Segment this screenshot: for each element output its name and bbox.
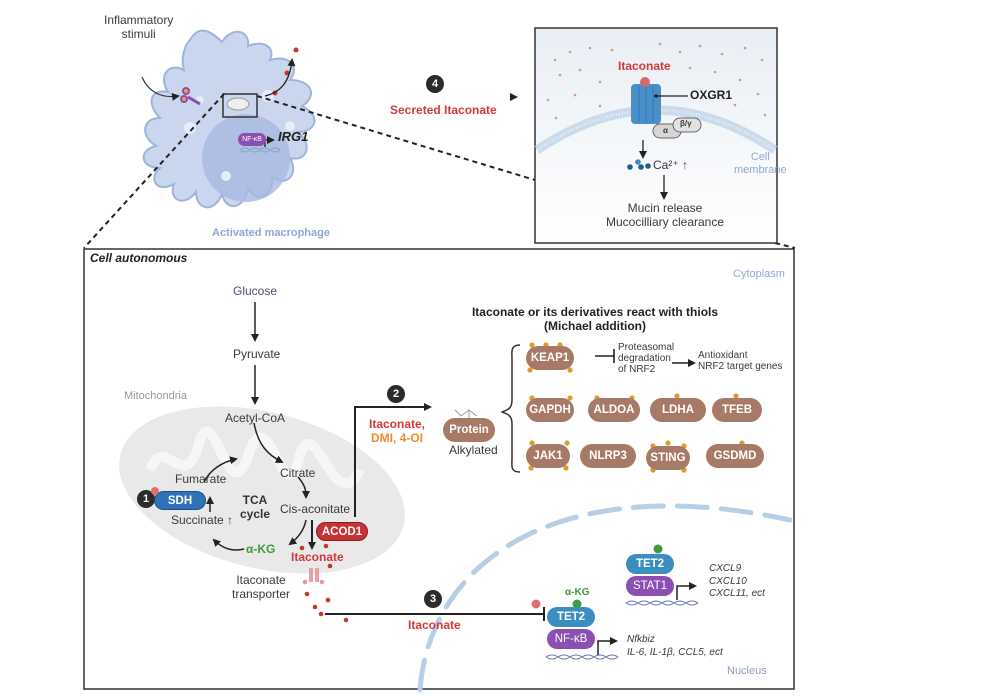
itaconate-transporter-label: Itaconate transporter bbox=[232, 573, 291, 601]
tca-cycle-arrows bbox=[203, 456, 310, 551]
thiol-title-line2: (Michael addition) bbox=[544, 319, 646, 333]
calcium-label: Ca²⁺ ↑ bbox=[653, 158, 689, 172]
keap1-effect-label: Proteasomal degradation of NRF2 bbox=[618, 342, 675, 375]
oxgr1-label: OXGR1 bbox=[690, 88, 733, 102]
activated-macrophage-label: Activated macrophage bbox=[212, 227, 330, 239]
nfkb-badge-macrophage: NF-κB bbox=[238, 133, 266, 146]
fumarate-label: Fumarate bbox=[175, 472, 227, 486]
alkylated-protein: Protein bbox=[443, 418, 495, 442]
macrophage-cell bbox=[141, 29, 316, 209]
target-brace bbox=[500, 344, 521, 473]
mucin-release-label: Mucin release bbox=[627, 201, 703, 215]
g-beta-gamma-label: β/γ bbox=[680, 119, 692, 128]
nuclear-envelope bbox=[417, 503, 793, 693]
target-aldoa: ALDOA bbox=[588, 398, 640, 422]
mitochondria-zoom-box bbox=[222, 93, 258, 118]
step2-derivatives-label: DMI, 4-OI bbox=[370, 431, 423, 445]
alkylated-label: Alkylated bbox=[449, 443, 498, 457]
nuclear-akg-label: α-KG bbox=[565, 587, 590, 598]
cell-membrane-label: Cell membrane bbox=[734, 151, 787, 176]
itaconate-mito-label: Itaconate bbox=[291, 550, 344, 564]
acetyl-coa-label: Acetyl-CoA bbox=[225, 411, 286, 425]
step3-itaconate-label: Itaconate bbox=[408, 618, 461, 632]
target-tfeb: TFEB bbox=[712, 398, 762, 422]
mitochondria-label: Mitochondria bbox=[124, 390, 187, 402]
tca-cycle-label: TCA cycle bbox=[240, 493, 271, 521]
glucose-label: Glucose bbox=[233, 284, 278, 298]
itaconate-sdh-inhibitor-dot bbox=[151, 487, 159, 495]
target-sting: STING bbox=[646, 446, 690, 470]
succinate-label: Succinate ↑ bbox=[171, 513, 234, 527]
nucleus-label: Nucleus bbox=[727, 665, 767, 677]
step-3-badge: 3 bbox=[424, 590, 442, 608]
stat1-target-genes: CXCL9 CXCL10 CXCL11, ect bbox=[709, 563, 765, 599]
nucleus-shape bbox=[202, 114, 290, 202]
tet2-upper: TET2 bbox=[626, 554, 674, 574]
nfkb-lower: NF-κB bbox=[547, 629, 595, 649]
tet2-lower: TET2 bbox=[547, 607, 595, 627]
step-1-badge: 1 bbox=[137, 490, 155, 508]
step-2-badge: 2 bbox=[387, 385, 405, 403]
pyruvate-label: Pyruvate bbox=[233, 347, 281, 361]
thiol-title-line1: Itaconate or its derivatives react with … bbox=[471, 305, 719, 319]
citrate-label: Citrate bbox=[280, 466, 316, 480]
target-gapdh: GAPDH bbox=[526, 398, 574, 422]
oxgr1-inset bbox=[534, 27, 778, 244]
step2-itaconate-label: Itaconate, bbox=[368, 417, 425, 431]
panel-title: Cell autonomous bbox=[90, 251, 188, 265]
stat1-upper: STAT1 bbox=[626, 576, 674, 596]
step-4-badge: 4 bbox=[426, 75, 444, 93]
nfkb-target-genes: Nfkbiz IL-6, IL-1β, CCL5, ect bbox=[627, 634, 723, 658]
sdh-enzyme: SDH bbox=[154, 491, 206, 510]
target-nlrp3: NLRP3 bbox=[580, 444, 636, 468]
target-jak1: JAK1 bbox=[526, 444, 570, 468]
cytoplasm-label: Cytoplasm bbox=[733, 268, 785, 280]
akg-label: α-KG bbox=[246, 542, 276, 556]
cell-autonomous-panel bbox=[83, 248, 795, 690]
inflammatory-stimuli-label: Inflammatory stimuli bbox=[104, 13, 174, 41]
g-alpha-label: α bbox=[663, 126, 668, 135]
irg1-gene-label: IRG1 bbox=[278, 129, 309, 144]
secreted-itaconate-label: Secreted Itaconate bbox=[390, 103, 497, 117]
cis-aconitate-label: Cis-aconitate bbox=[280, 502, 351, 516]
inset-itaconate-label: Itaconate bbox=[618, 59, 671, 73]
target-gsdmd: GSDMD bbox=[706, 444, 764, 468]
keap1-outcome-label: Antioxidant NRF2 target genes bbox=[698, 350, 783, 372]
target-keap1: KEAP1 bbox=[526, 346, 574, 370]
target-ldha: LDHA bbox=[650, 398, 706, 422]
acod1-enzyme: ACOD1 bbox=[316, 522, 368, 541]
mucociliary-clearance-label: Mucocilliary clearance bbox=[605, 215, 725, 229]
